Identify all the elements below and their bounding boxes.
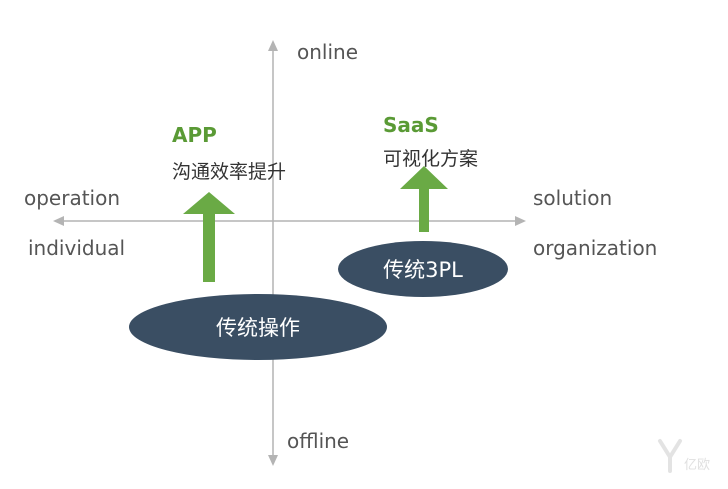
- axis-arrow-up-icon: [268, 40, 278, 51]
- watermark-logo: 亿欧: [654, 435, 714, 479]
- saas-title: SaaS: [383, 113, 439, 137]
- axis-label-solution: solution: [533, 186, 613, 210]
- axis-arrow-right-icon: [515, 216, 526, 226]
- pill-traditional-ops-shape: [129, 294, 387, 360]
- axis-arrow-down-icon: [268, 455, 278, 466]
- watermark-logo-icon: 亿欧: [658, 439, 710, 473]
- axis-label-organization: organization: [533, 236, 658, 260]
- app-subtitle: 沟通效率提升: [172, 161, 287, 183]
- app-up-arrow-icon: [183, 192, 235, 282]
- axis-arrow-left-icon: [53, 216, 64, 226]
- app-title: APP: [172, 123, 217, 147]
- axis-label-online: online: [297, 40, 359, 64]
- pill-traditional-3pl-shape: [338, 241, 508, 297]
- pill-traditional-ops-label: 传统操作: [216, 316, 300, 340]
- saas-subtitle: 可视化方案: [383, 148, 479, 170]
- watermark-text: 亿欧: [684, 458, 710, 473]
- axis-label-offline: offline: [287, 429, 350, 453]
- pill-traditional-3pl-label: 传统3PL: [383, 258, 463, 282]
- axis-label-individual: individual: [28, 236, 126, 260]
- saas-up-arrow-icon: [400, 166, 448, 232]
- axis-label-operation: operation: [24, 186, 121, 210]
